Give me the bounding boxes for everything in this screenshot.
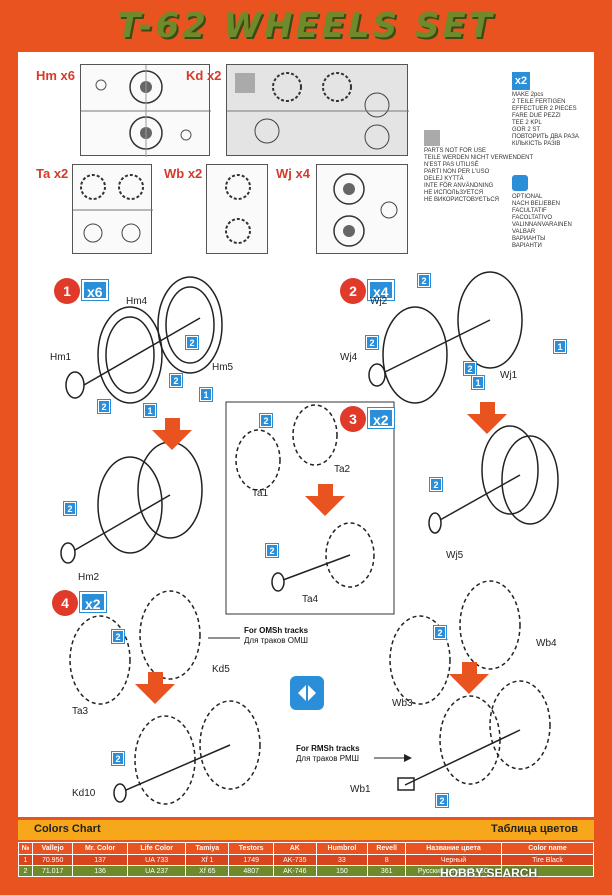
col-header: Life Color xyxy=(126,842,187,855)
color-callout: 1 xyxy=(143,403,157,418)
col-header: Revell xyxy=(367,842,406,855)
not-for-use-icon xyxy=(424,130,440,146)
part-label: Wj1 xyxy=(500,370,518,381)
make-2pcs-icon: x2 xyxy=(512,72,530,90)
step-1-multiplier: x6 xyxy=(81,279,109,301)
color-callout: 1 xyxy=(553,339,567,354)
col-header: Testors xyxy=(228,842,275,855)
sprue-ta xyxy=(72,164,153,254)
color-callout: 1 xyxy=(199,387,213,402)
part-label: Ta1 xyxy=(252,488,269,499)
sprue-label-ta: Ta x2 xyxy=(36,166,69,181)
step-3-badge: 3 xyxy=(340,406,366,432)
color-callout: 2 xyxy=(433,625,447,640)
part-label: Ta4 xyxy=(302,594,319,605)
color-callout: 2 xyxy=(435,793,449,808)
step-4-multiplier: x2 xyxy=(79,591,107,613)
sprue-label-wb: Wb x2 xyxy=(164,166,203,181)
color-callout: 2 xyxy=(63,501,77,516)
part-label: Wj5 xyxy=(446,550,464,561)
color-callout: 2 xyxy=(111,629,125,644)
colors-chart-title-ru: Таблица цветов xyxy=(491,823,578,835)
colors-chart-header: Colors Chart Таблица цветов xyxy=(18,820,594,840)
color-callout: 2 xyxy=(185,335,199,350)
color-callout: 2 xyxy=(169,373,183,388)
part-label: Hm2 xyxy=(78,572,100,583)
color-callout: 2 xyxy=(111,751,125,766)
sprue-wj xyxy=(316,164,408,254)
step-2-multiplier: x4 xyxy=(367,279,395,301)
color-callout: 2 xyxy=(97,399,111,414)
step-3-multiplier: x2 xyxy=(367,407,395,429)
color-callout: 2 xyxy=(259,413,273,428)
colors-table-header: № Vallejo Mr. Color Life Color Tamiya Te… xyxy=(18,842,594,855)
part-label: Wj4 xyxy=(340,352,358,363)
part-label: Hm5 xyxy=(212,362,234,373)
colors-chart-title: Colors Chart xyxy=(34,823,101,835)
optional-icon xyxy=(512,175,528,191)
step-2-badge: 2 xyxy=(340,278,366,304)
col-header: AK xyxy=(273,842,317,855)
part-label: Ta3 xyxy=(72,706,89,717)
step-1-badge: 1 xyxy=(54,278,80,304)
assembly-drawings xyxy=(60,271,559,805)
part-label: Kd10 xyxy=(72,788,96,799)
sprue-kd xyxy=(226,64,409,156)
sprue-wb xyxy=(206,164,268,254)
watermark: HOBBY SEARCH xyxy=(440,866,538,880)
col-header: Tamiya xyxy=(185,842,230,855)
part-label: Kd5 xyxy=(212,664,230,675)
page-title: T-62 WHEELS SET xyxy=(117,6,495,46)
part-label: Hm4 xyxy=(126,296,148,307)
part-label: Wb3 xyxy=(392,698,413,709)
color-callout: 2 xyxy=(265,543,279,558)
part-label: Hm1 xyxy=(50,352,72,363)
col-header: Color name xyxy=(501,842,594,855)
sprue-label-wj: Wj x4 xyxy=(276,166,310,181)
part-label: Wb1 xyxy=(350,784,371,795)
sprue-hm xyxy=(80,64,211,157)
color-callout: 2 xyxy=(365,335,379,350)
part-label: Wj2 xyxy=(370,296,388,307)
col-header: № xyxy=(18,842,33,855)
col-header: Название цвета xyxy=(405,842,502,855)
color-callout: 2 xyxy=(429,477,443,492)
color-callout: 2 xyxy=(463,361,477,376)
sprue-label-kd: Kd x2 xyxy=(186,68,222,83)
colors-table: № Vallejo Mr. Color Life Color Tamiya Te… xyxy=(18,842,594,877)
part-label: Wb4 xyxy=(536,638,557,649)
step-4-badge: 4 xyxy=(52,590,78,616)
part-label: Ta2 xyxy=(334,464,351,475)
col-header: Humbrol xyxy=(315,842,369,855)
sprue-label-hm: Hm x6 xyxy=(36,68,76,83)
color-callout: 2 xyxy=(417,273,431,288)
color-callout: 1 xyxy=(471,375,485,390)
col-header: Mr. Color xyxy=(72,842,128,855)
col-header: Vallejo xyxy=(31,842,74,855)
